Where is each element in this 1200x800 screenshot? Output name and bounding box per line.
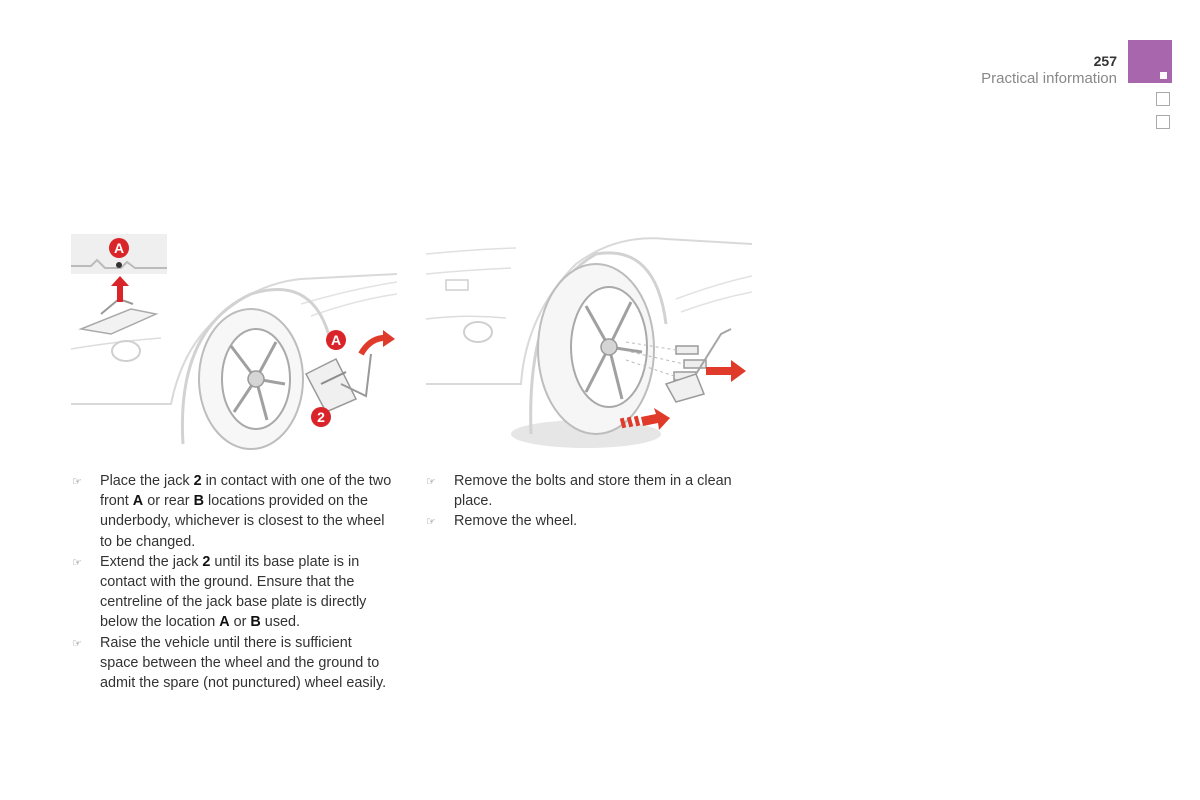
section-tab-active[interactable]	[1128, 40, 1172, 83]
section-tab-2[interactable]	[1156, 92, 1170, 106]
list-item: ☞ Extend the jack 2 until its base plate…	[72, 553, 367, 631]
list-item: ☞ Remove the wheel.	[426, 511, 746, 531]
page-number: 257	[1093, 53, 1117, 69]
marker-a-inset: A	[114, 240, 124, 256]
pointing-hand-icon: ☞	[72, 636, 82, 650]
tab-indicator-dot	[1160, 72, 1167, 79]
marker-2: 2	[317, 409, 325, 425]
pointing-hand-icon: ☞	[72, 475, 82, 488]
list-item: ☞ Place the jack 2 in contact with one o…	[72, 473, 392, 550]
section-title: Practical information	[981, 70, 1117, 87]
list-item: ☞ Raise the vehicle until there is suffi…	[72, 634, 387, 692]
figure-wheel-removal	[426, 234, 752, 450]
marker-a-jack: A	[331, 332, 341, 348]
instructions-left-column: ☞ Place the jack 2 in contact with one o…	[72, 471, 392, 693]
pointing-hand-icon: ☞	[72, 555, 82, 569]
section-tab-3[interactable]	[1156, 115, 1170, 129]
pointing-hand-icon: ☞	[426, 475, 436, 488]
list-item: ☞ Remove the bolts and store them in a c…	[426, 473, 732, 510]
instructions-right-column: ☞ Remove the bolts and store them in a c…	[426, 471, 746, 532]
pointing-hand-icon: ☞	[426, 515, 436, 529]
figure-jack-placement: A A 2	[71, 234, 397, 450]
